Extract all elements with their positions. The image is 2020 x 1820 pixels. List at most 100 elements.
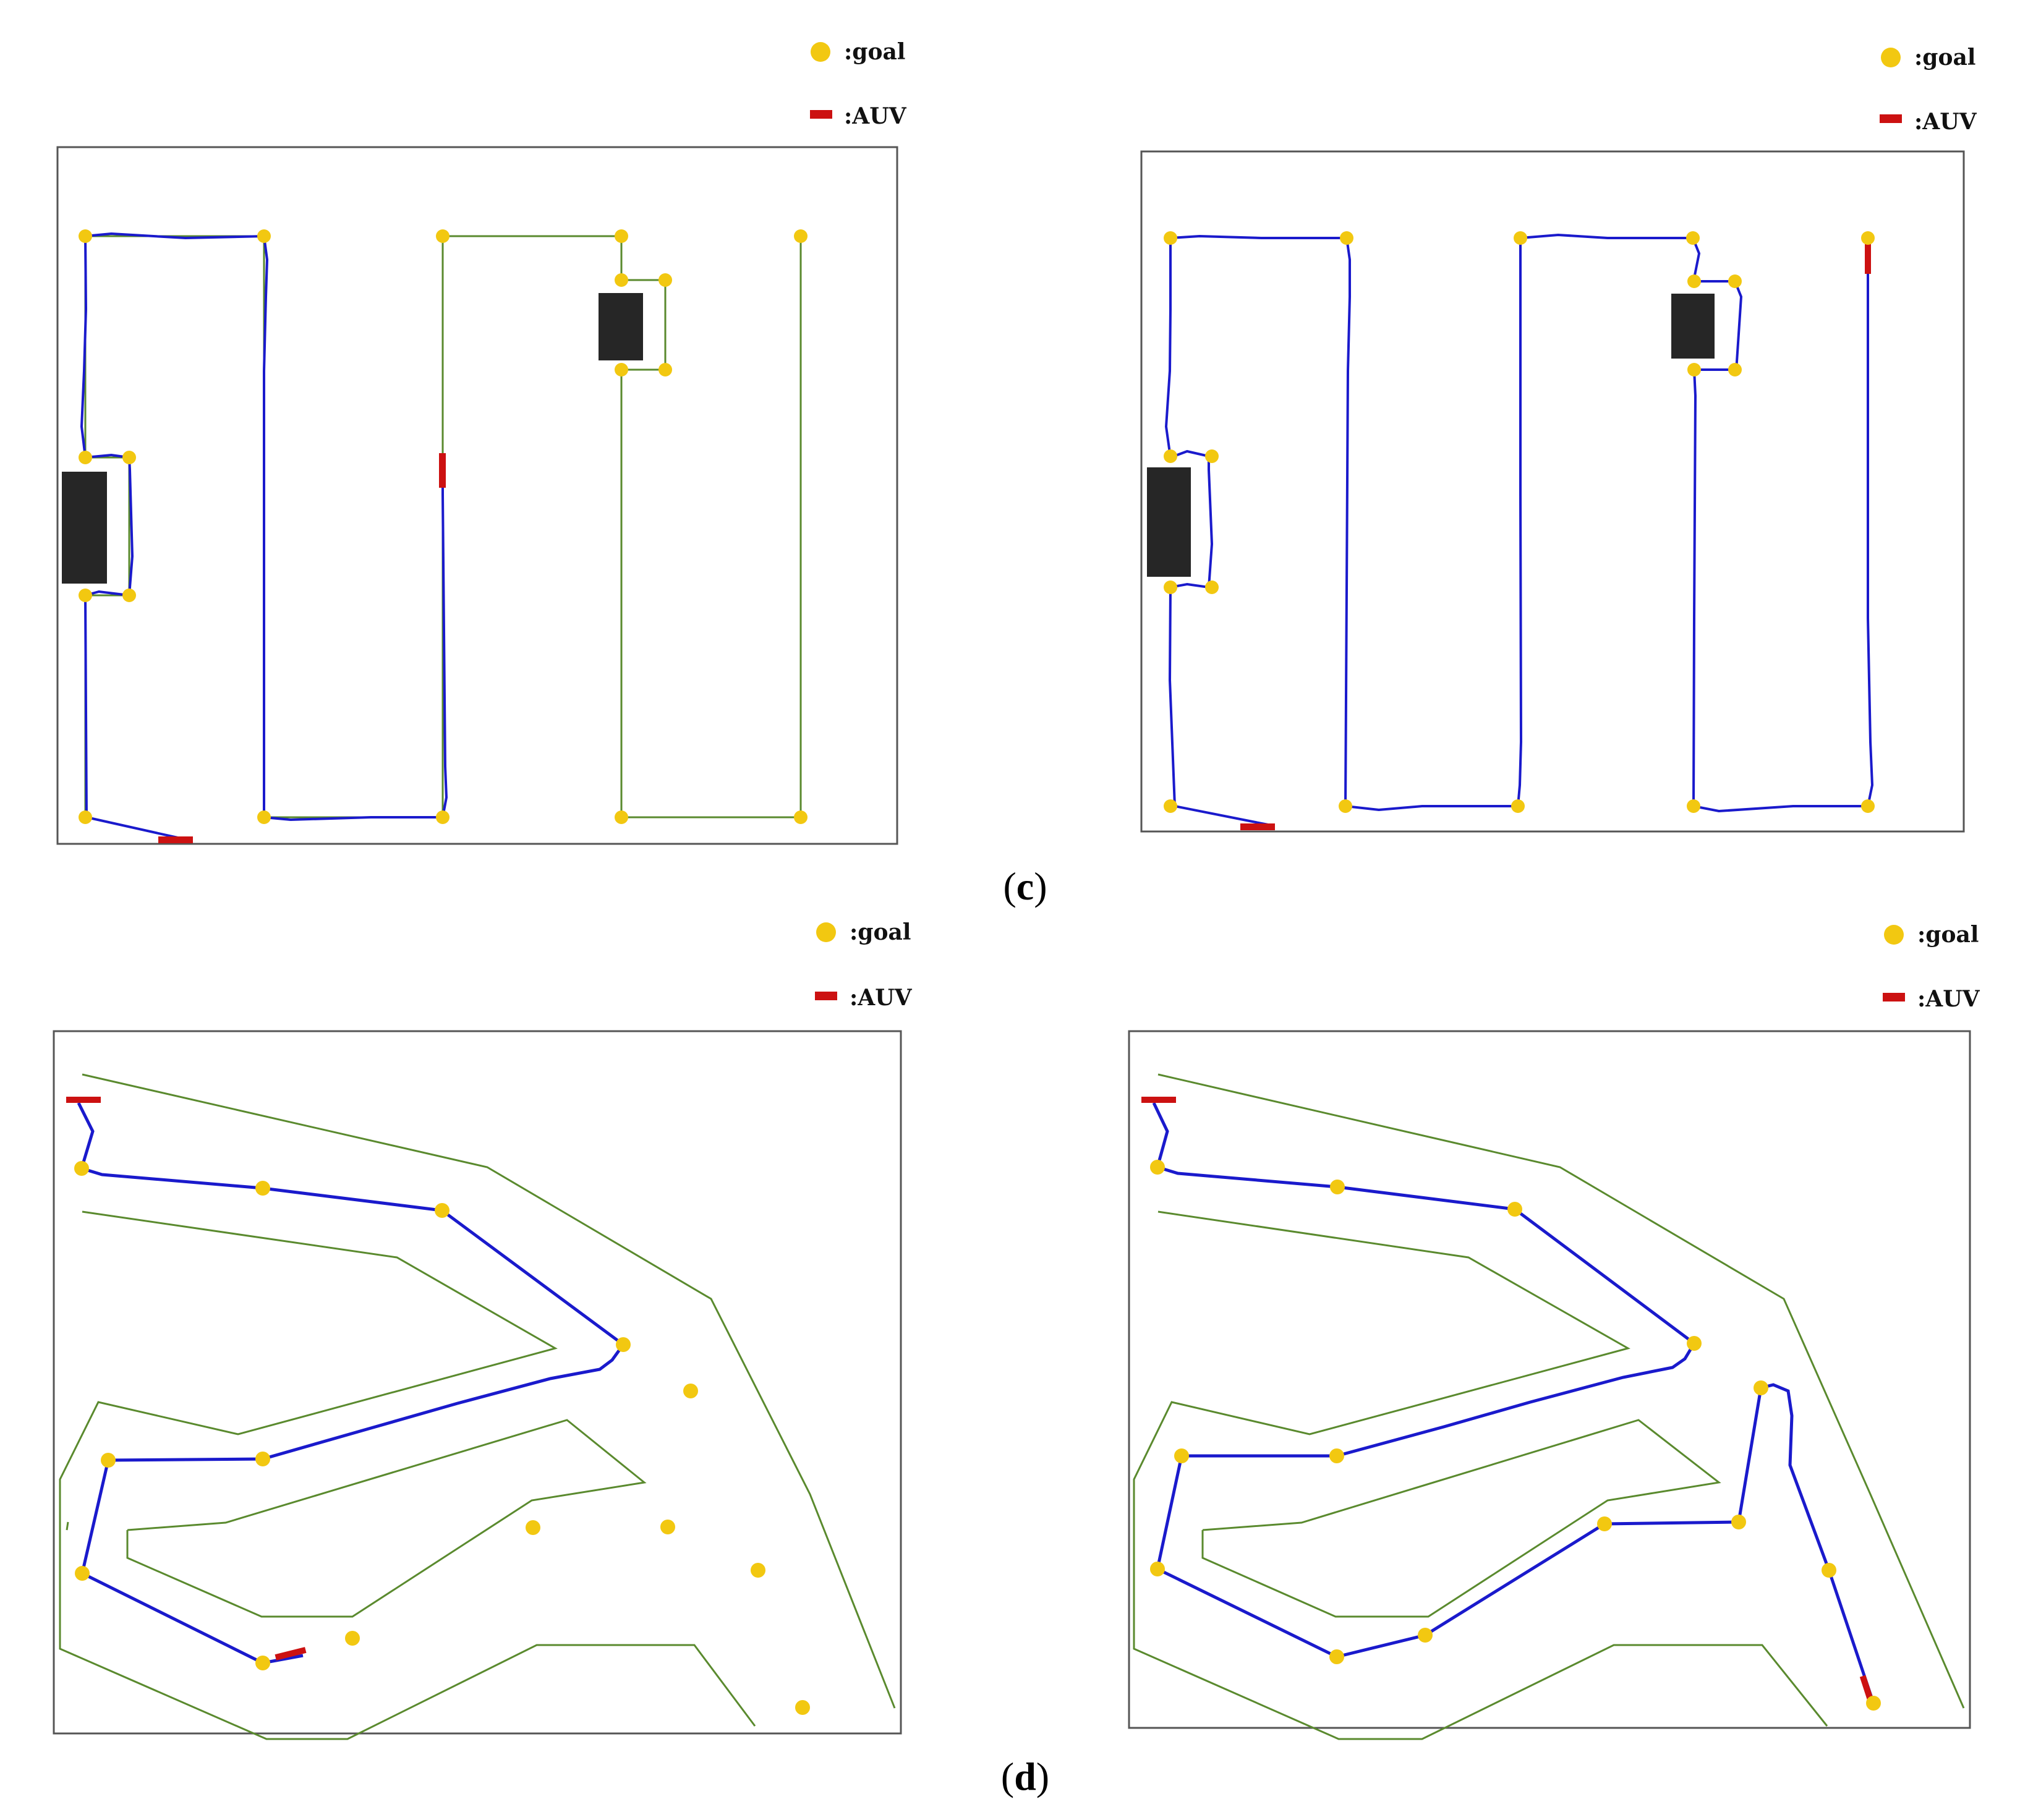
goal-point — [79, 229, 92, 243]
goal-point — [615, 363, 628, 376]
goal-point — [1686, 231, 1700, 245]
goal-point — [658, 363, 672, 376]
goal-point — [1866, 1696, 1881, 1711]
goal-point — [74, 1161, 89, 1176]
map-frame — [1128, 1030, 1971, 1729]
auv-start-marker — [158, 836, 193, 843]
goal-point — [795, 1700, 810, 1715]
auv-legend-icon — [810, 110, 832, 119]
goal-point — [1174, 1448, 1189, 1463]
goal-point — [1687, 274, 1701, 288]
goal-point — [1340, 231, 1353, 245]
goal-point — [255, 1452, 270, 1466]
panel-c-right: :goal :AUV — [1140, 45, 1977, 833]
auv-trajectory — [1164, 233, 1874, 827]
goal-point — [1597, 1516, 1612, 1531]
goal-point — [1861, 799, 1875, 813]
legend-c-right: :goal :AUV — [1880, 45, 1977, 135]
goal-legend-label: :goal — [850, 919, 911, 945]
goal-legend-label: :goal — [1914, 45, 1975, 70]
auv-marker[interactable] — [439, 453, 446, 488]
goal-point — [257, 810, 271, 824]
goal-point — [794, 229, 808, 243]
goal-point — [1164, 231, 1177, 245]
goal-points — [74, 1161, 810, 1715]
panel-d-right: :goal :AUV — [1128, 922, 1980, 1740]
goal-point — [1339, 799, 1352, 813]
goal-point — [122, 589, 136, 602]
auv-legend-label: :AUV — [850, 985, 913, 1011]
auv-legend-icon — [1880, 114, 1902, 123]
goal-legend-icon — [811, 42, 830, 62]
goal-legend-icon — [1884, 925, 1904, 945]
goal-points — [1164, 231, 1875, 813]
goal-point — [615, 229, 628, 243]
legend-d-left: :goal :AUV — [815, 919, 913, 1011]
goal-point — [1687, 1336, 1702, 1351]
caption-c: (c) — [1003, 864, 1047, 908]
goal-point — [79, 810, 92, 824]
goal-point — [526, 1520, 540, 1535]
auv-start-marker — [1240, 823, 1275, 830]
map-frame — [1140, 150, 1965, 833]
obstacle-block — [1147, 467, 1191, 577]
map-frame — [53, 1030, 902, 1735]
goal-point — [683, 1384, 698, 1398]
channel-walls — [59, 1073, 896, 1740]
goal-point — [75, 1566, 90, 1581]
goal-point — [1754, 1380, 1768, 1395]
auv-legend-label: :AUV — [1917, 986, 1980, 1012]
goal-point — [1164, 449, 1177, 463]
goal-point — [1418, 1628, 1433, 1643]
auv-trajectory — [77, 1102, 626, 1665]
goal-point — [616, 1337, 631, 1352]
goal-point — [1205, 449, 1219, 463]
auv-marker[interactable] — [275, 1647, 307, 1661]
goal-point — [1507, 1202, 1522, 1217]
goal-point — [79, 451, 92, 464]
caption-d: (d) — [1001, 1754, 1049, 1798]
goal-point — [1687, 363, 1701, 376]
goal-point — [1511, 799, 1525, 813]
goal-point — [435, 1203, 450, 1218]
legend-d-right: :goal :AUV — [1883, 922, 1980, 1012]
auv-trajectory — [80, 232, 448, 840]
auv-marker[interactable] — [1865, 244, 1871, 274]
legend-c-left: :goal :AUV — [810, 39, 907, 129]
goal-point — [615, 273, 628, 287]
goal-point — [1861, 231, 1875, 245]
goal-point — [1728, 363, 1742, 376]
goal-point — [1164, 799, 1177, 813]
goal-point — [101, 1453, 116, 1468]
goal-point — [1329, 1448, 1344, 1463]
auv-legend-icon — [815, 992, 837, 1000]
auv-trajectory — [1152, 1102, 1875, 1704]
goal-point — [1728, 274, 1742, 288]
auv-legend-label: :AUV — [844, 103, 907, 129]
goal-point — [660, 1520, 675, 1534]
goal-point — [1822, 1563, 1836, 1578]
obstacle-block — [1671, 294, 1715, 359]
channel-walls — [1133, 1073, 1965, 1740]
goal-point — [1731, 1515, 1746, 1529]
goal-points — [1150, 1160, 1881, 1711]
goal-point — [436, 229, 450, 243]
obstacle-block — [62, 472, 107, 584]
auv-legend-label: :AUV — [1914, 109, 1977, 135]
goal-points — [79, 229, 808, 824]
goal-legend-label: :goal — [1917, 922, 1979, 948]
panel-d-left: :goal :AUV — [53, 919, 913, 1740]
goal-point — [1164, 580, 1177, 594]
goal-point — [1329, 1649, 1344, 1664]
goal-point — [751, 1563, 765, 1578]
goal-point — [1150, 1562, 1165, 1576]
goal-point — [1205, 580, 1219, 594]
map-frame — [56, 146, 898, 845]
goal-point — [257, 229, 271, 243]
goal-point — [255, 1181, 270, 1196]
goal-point — [436, 810, 450, 824]
goal-point — [1150, 1160, 1165, 1175]
goal-point — [1687, 799, 1700, 813]
goal-point — [1514, 231, 1527, 245]
goal-point — [345, 1631, 360, 1646]
